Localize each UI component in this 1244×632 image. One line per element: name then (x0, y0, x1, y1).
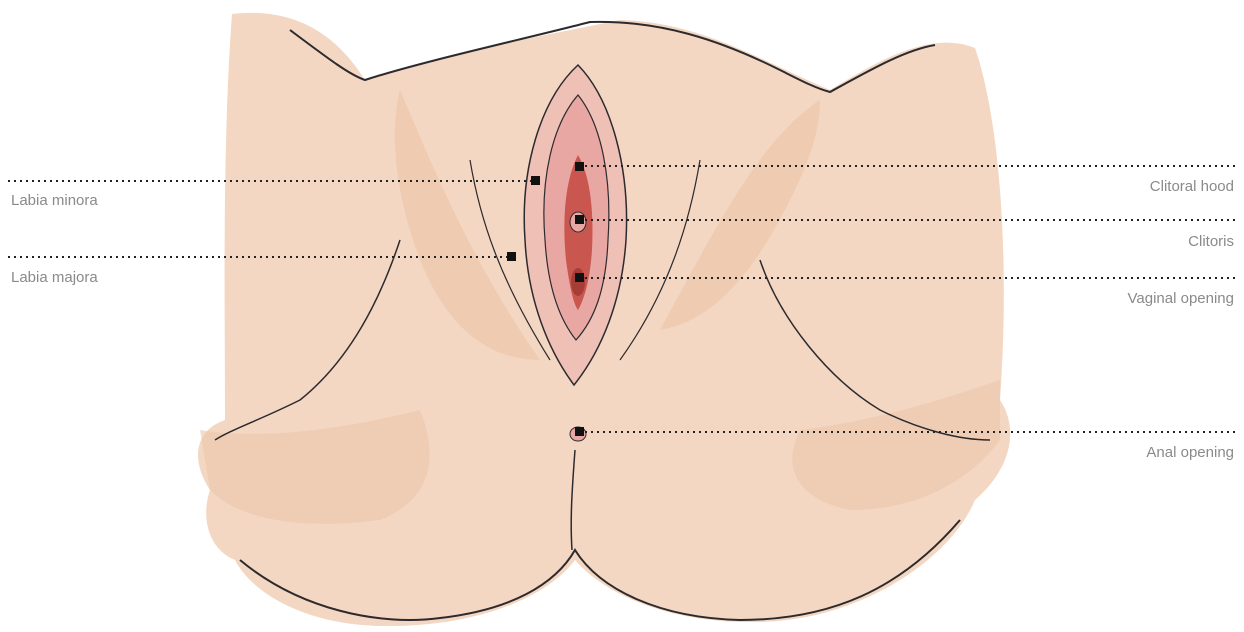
label-clitoris: Clitoris (1188, 233, 1234, 251)
marker-labia-minora (531, 176, 540, 185)
body-illustration (198, 13, 1010, 626)
label-vaginal-opening: Vaginal opening (1128, 290, 1234, 308)
label-anal-opening: Anal opening (1146, 444, 1234, 462)
marker-clitoral-hood (575, 162, 584, 171)
marker-clitoris (575, 215, 584, 224)
label-labia-majora: Labia majora (11, 269, 98, 287)
label-labia-minora: Labia minora (11, 192, 98, 210)
label-clitoral-hood: Clitoral hood (1150, 178, 1234, 196)
marker-labia-majora (507, 252, 516, 261)
marker-anal-opening (575, 427, 584, 436)
marker-vaginal-opening (575, 273, 584, 282)
